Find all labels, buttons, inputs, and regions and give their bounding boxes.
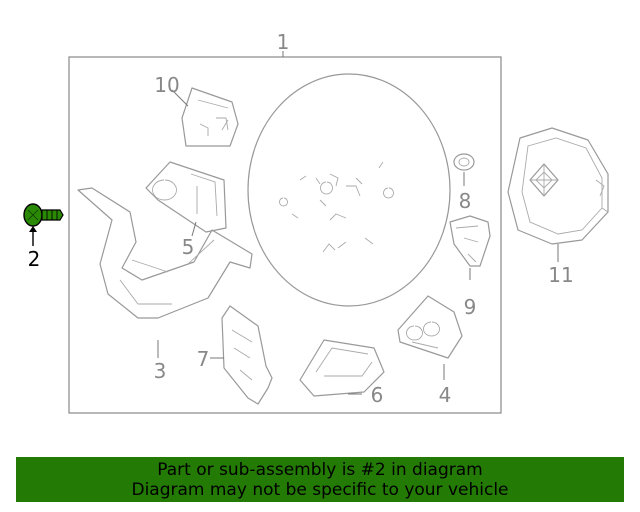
callout-3[interactable]: 3 bbox=[154, 359, 167, 383]
callout-11[interactable]: 11 bbox=[548, 263, 573, 287]
callout-10[interactable]: 10 bbox=[154, 73, 179, 97]
brand-emblem-icon bbox=[529, 163, 559, 197]
callout-2[interactable]: 2 bbox=[28, 247, 41, 271]
banner-line-disclaimer: Diagram may not be specific to your vehi… bbox=[131, 479, 509, 500]
info-banner: Part or sub-assembly is #2 in diagram Di… bbox=[16, 457, 624, 502]
part-8-cap[interactable] bbox=[453, 153, 475, 171]
steering-wheel-body[interactable] bbox=[247, 73, 451, 307]
callout-2-arrowhead bbox=[29, 226, 37, 232]
part-9-bracket[interactable] bbox=[449, 215, 491, 267]
callout-8[interactable]: 8 bbox=[459, 189, 472, 213]
callout-10-leader bbox=[171, 89, 189, 107]
callout-5[interactable]: 5 bbox=[182, 235, 195, 259]
callout-9[interactable]: 9 bbox=[464, 295, 477, 319]
part-2-bolt[interactable] bbox=[23, 203, 64, 227]
callout-5-leader bbox=[191, 221, 197, 237]
callout-6[interactable]: 6 bbox=[371, 383, 384, 407]
part-6-bottom-module[interactable] bbox=[299, 339, 385, 397]
part-11-airbag-module[interactable] bbox=[507, 127, 609, 245]
callout-1[interactable]: 1 bbox=[277, 30, 290, 54]
part-3-lower-trim[interactable] bbox=[77, 187, 253, 319]
part-10-switch-bezel[interactable] bbox=[181, 87, 239, 147]
callout-7[interactable]: 7 bbox=[197, 347, 210, 371]
assembly-frame bbox=[68, 56, 502, 414]
part-4-right-switch[interactable] bbox=[397, 295, 463, 359]
callout-4[interactable]: 4 bbox=[439, 383, 452, 407]
banner-line-part: Part or sub-assembly is #2 in diagram bbox=[157, 459, 483, 480]
part-5-left-switch[interactable] bbox=[145, 161, 227, 233]
part-7-lower-cover[interactable] bbox=[221, 305, 273, 405]
